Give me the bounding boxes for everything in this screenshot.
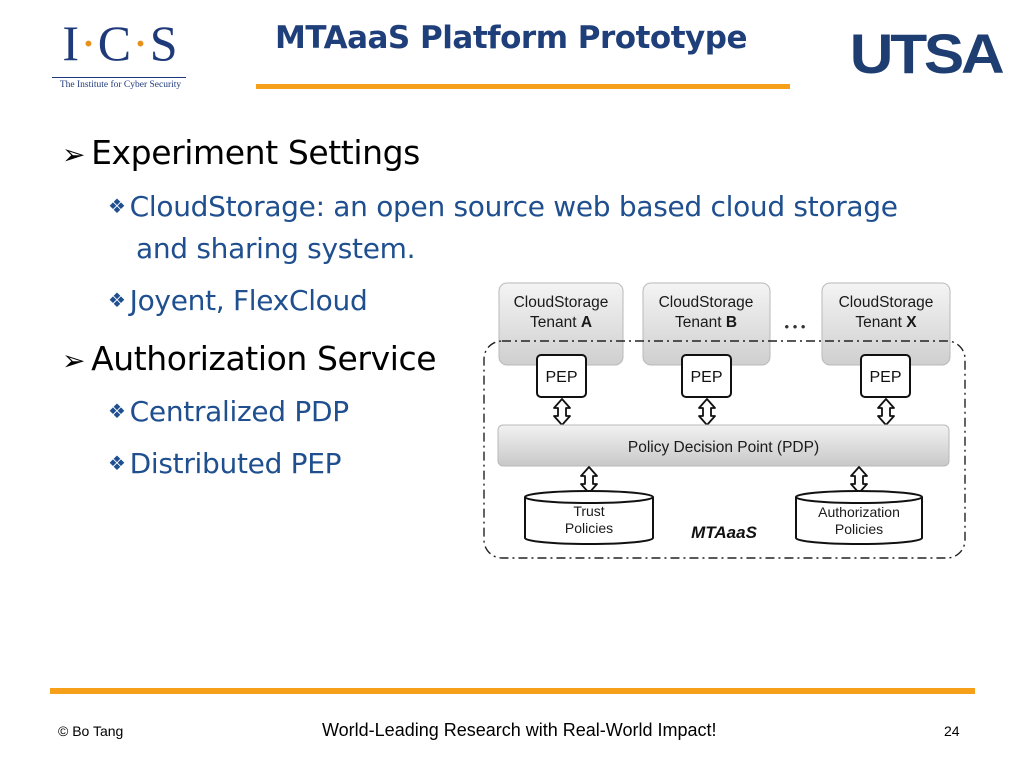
sub-bullet-cloudstorage-continued: and sharing system.: [136, 232, 416, 265]
svg-text:Authorization: Authorization: [818, 504, 900, 520]
tenant-box-x: CloudStorage Tenant X: [821, 282, 951, 366]
svg-text:PEP: PEP: [545, 369, 577, 386]
diamond-bullet-icon: ❖: [108, 399, 126, 423]
mtaas-boundary: [483, 340, 966, 559]
title-underline: [256, 84, 790, 89]
ics-logo-tagline: The Institute for Cyber Security: [59, 80, 182, 90]
sub-bullet-cloudstorage: ❖CloudStorage: an open source web based …: [108, 190, 898, 223]
mtaas-architecture-diagram: CloudStorage Tenant A CloudStorage Tenan…: [483, 282, 966, 559]
tenant-ellipsis: • • •: [785, 319, 806, 334]
pep-box-x: PEP: [860, 354, 911, 398]
arrow-bullet-icon: ➢: [62, 138, 86, 171]
pep-box-b: PEP: [681, 354, 732, 398]
diamond-bullet-icon: ❖: [108, 288, 126, 312]
page-number: 24: [944, 723, 960, 739]
svg-text:Policies: Policies: [565, 520, 613, 536]
footer-rule: [50, 688, 975, 694]
double-arrow-icon: [580, 466, 598, 494]
double-arrow-icon: [698, 398, 716, 426]
ics-logo-rule: [52, 77, 186, 78]
svg-text:Policies: Policies: [835, 521, 883, 537]
tenant-a-line1: CloudStorage: [514, 294, 609, 311]
double-arrow-icon: [553, 398, 571, 426]
ics-logo: I·C·S The Institute for Cyber Security: [48, 14, 193, 96]
authorization-policies-store: Authorization Policies: [795, 490, 923, 545]
mtaas-label: MTAaaS: [691, 523, 757, 542]
tenant-x-line2: Tenant X: [855, 314, 917, 331]
diamond-bullet-icon: ❖: [108, 194, 126, 218]
bullet-authorization-service: ➢Authorization Service: [62, 339, 437, 378]
slide-title: MTAaaS Platform Prototype: [275, 20, 747, 56]
sub-bullet-joyent: ❖Joyent, FlexCloud: [108, 284, 368, 317]
utsa-logo: UTSA: [849, 22, 1004, 85]
svg-text:Policy Decision Point (PDP): Policy Decision Point (PDP): [628, 439, 819, 456]
svg-text:PEP: PEP: [869, 369, 901, 386]
diamond-bullet-icon: ❖: [108, 451, 126, 475]
bullet-experiment-settings: ➢Experiment Settings: [62, 133, 420, 172]
double-arrow-icon: [877, 398, 895, 426]
ics-logo-letters: I·C·S: [62, 15, 179, 71]
svg-text:PEP: PEP: [690, 369, 722, 386]
sub-bullet-centralized-pdp: ❖Centralized PDP: [108, 395, 349, 428]
footer-copyright: © Bo Tang: [58, 723, 124, 739]
tenant-x-line1: CloudStorage: [839, 294, 934, 311]
tenant-b-line2: Tenant B: [675, 314, 737, 331]
tenant-a-line2: Tenant A: [530, 314, 592, 331]
tenant-box-b: CloudStorage Tenant B: [642, 282, 771, 366]
footer-tagline: World-Leading Research with Real-World I…: [322, 720, 717, 740]
double-arrow-icon: [850, 466, 868, 494]
svg-text:Trust: Trust: [573, 503, 604, 519]
tenant-box-a: CloudStorage Tenant A: [498, 282, 624, 366]
trust-policies-store: Trust Policies: [524, 490, 654, 545]
arrow-bullet-icon: ➢: [62, 344, 86, 377]
pdp-bar: Policy Decision Point (PDP): [497, 424, 950, 467]
pep-box-a: PEP: [536, 354, 587, 398]
tenant-b-line1: CloudStorage: [659, 294, 754, 311]
sub-bullet-distributed-pep: ❖Distributed PEP: [108, 447, 342, 480]
